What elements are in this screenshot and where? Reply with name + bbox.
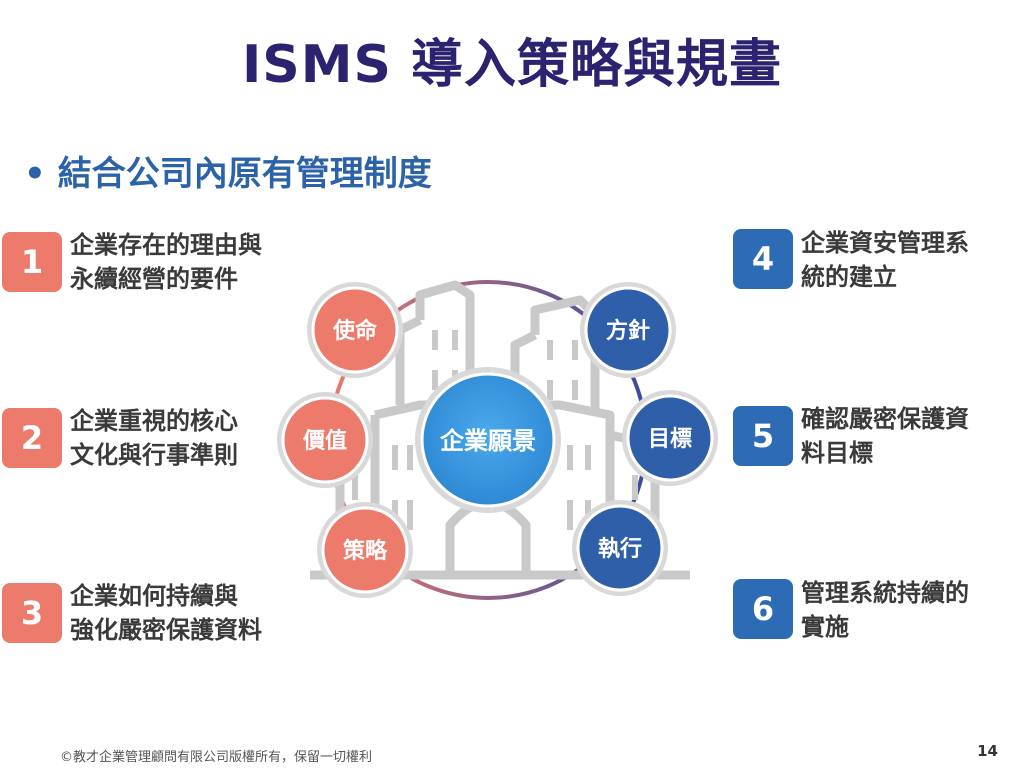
node-goal: 目標 xyxy=(622,390,718,486)
item-3-line2: 強化嚴密保護資料 xyxy=(70,616,262,644)
node-strategy-label: 策略 xyxy=(343,538,388,564)
vision-diagram: 企業願景 使命 價值 策略 方針 目標 執行 xyxy=(277,280,718,600)
center-node-label: 企業願景 xyxy=(440,427,536,455)
copyright-footer: ©教才企業管理顧問有限公司版權所有，保留一切權利 xyxy=(60,750,373,765)
node-policy: 方針 xyxy=(580,282,676,378)
item-5-badge: 5 xyxy=(733,406,793,466)
item-2-text: 企業重視的核心 文化與行事準則 xyxy=(70,404,238,472)
node-goal-label: 目標 xyxy=(648,427,692,452)
node-mission: 使命 xyxy=(307,282,403,378)
bullet-dot-icon: • xyxy=(24,154,46,194)
node-mission-label: 使命 xyxy=(332,318,378,344)
item-5-line2: 料目標 xyxy=(801,439,873,467)
item-3-line1: 企業如何持續與 xyxy=(70,582,238,610)
item-1-line2: 永續經營的要件 xyxy=(70,265,238,293)
node-value: 價值 xyxy=(277,392,373,488)
node-execution-label: 執行 xyxy=(598,536,642,562)
bullet-text: 結合公司內原有管理制度 xyxy=(57,154,432,194)
item-4-badge: 4 xyxy=(733,229,793,289)
item-1-text: 企業存在的理由與 永續經營的要件 xyxy=(70,228,262,296)
item-1-line1: 企業存在的理由與 xyxy=(70,231,262,259)
node-strategy: 策略 xyxy=(317,502,413,598)
node-value-label: 價值 xyxy=(302,428,347,454)
node-policy-label: 方針 xyxy=(606,318,650,344)
item-2-line2: 文化與行事準則 xyxy=(70,441,238,469)
item-2-badge: 2 xyxy=(2,408,62,468)
item-6-text: 管理系統持續的 實施 xyxy=(801,576,969,644)
page-title: ISMS 導入策略與規畫 xyxy=(241,35,783,95)
bullet-heading: • 結合公司內原有管理制度 xyxy=(24,146,432,195)
item-5-text: 確認嚴密保護資 料目標 xyxy=(801,402,969,470)
item-6-line1: 管理系統持續的 xyxy=(801,579,969,607)
item-2-line1: 企業重視的核心 xyxy=(70,407,238,435)
item-4-line1: 企業資安管理系 xyxy=(801,229,969,257)
item-6-line2: 實施 xyxy=(801,613,849,641)
item-4-text: 企業資安管理系 統的建立 xyxy=(801,226,969,294)
item-3-text: 企業如何持續與 強化嚴密保護資料 xyxy=(70,579,262,647)
page-number: 14 xyxy=(977,742,998,760)
item-3-badge: 3 xyxy=(2,583,62,643)
node-execution: 執行 xyxy=(572,500,668,596)
item-4-line2: 統的建立 xyxy=(801,263,897,291)
item-6-badge: 6 xyxy=(733,579,793,639)
item-1-badge: 1 xyxy=(2,232,62,292)
center-node: 企業願景 xyxy=(415,367,561,513)
item-5-line1: 確認嚴密保護資 xyxy=(801,405,969,433)
